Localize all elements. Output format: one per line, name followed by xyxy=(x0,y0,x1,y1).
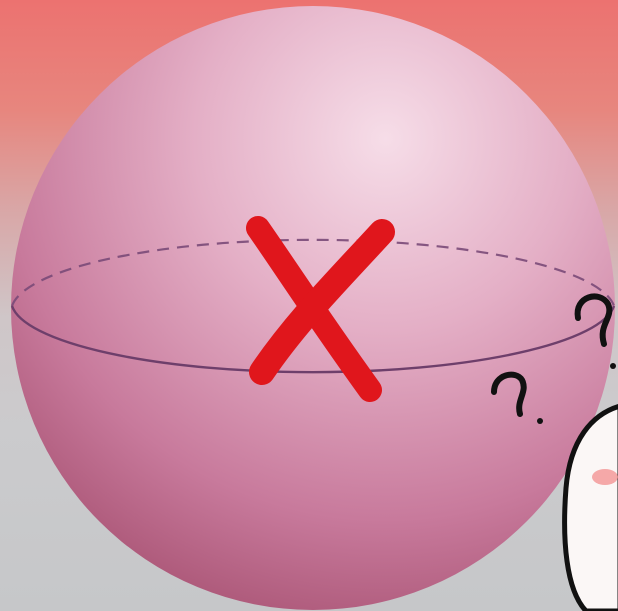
illustration-canvas xyxy=(0,0,618,611)
